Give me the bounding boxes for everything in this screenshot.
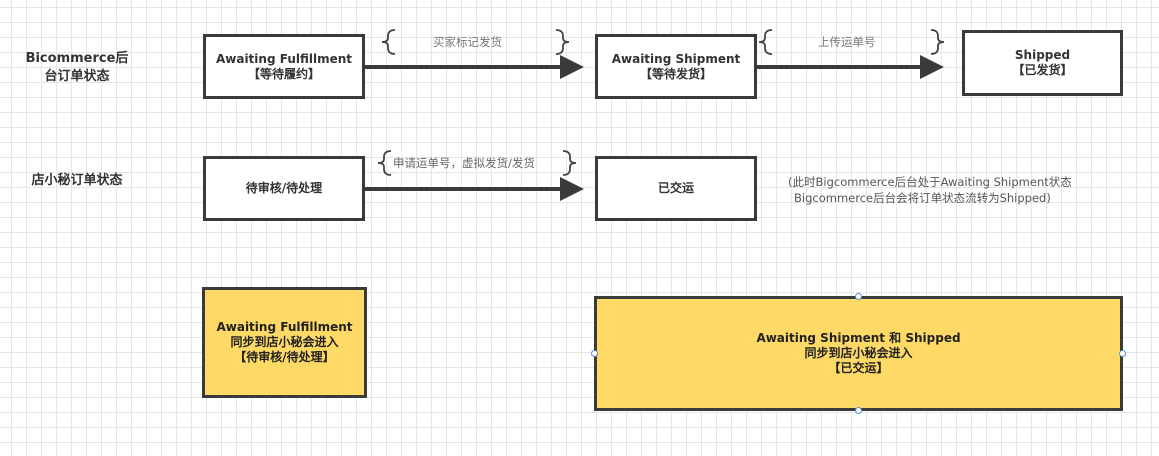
sync-box-line: 【待审核/待处理】 [234,350,335,364]
node-shipped-handover[interactable]: 已交运 [595,156,757,221]
row-label-dianxiaomi: 店小秘订单状态 [18,172,136,190]
edge-label-upload-tracking: 上传运单号 [818,35,876,49]
sync-box-line: 同步到店小秘会进入 [804,346,913,360]
resize-handle-left[interactable] [591,350,598,357]
node-awaiting-fulfillment[interactable]: Awaiting Fulfillment 【等待履约】 [203,34,365,99]
left-brace-icon [758,29,773,55]
node-subtitle: 【已发货】 [1012,63,1073,77]
node-shipped[interactable]: Shipped 【已发货】 [962,30,1123,96]
status-note-line2: Bigcommerce后台会将订单状态流转为Shipped) [794,191,1051,205]
left-brace-icon [377,150,392,176]
node-title: Shipped [1014,48,1071,62]
resize-handle-bottom[interactable] [855,407,862,414]
node-awaiting-shipment[interactable]: Awaiting Shipment 【等待发货】 [595,34,757,99]
node-pending-review[interactable]: 待审核/待处理 [203,156,365,221]
row-label-bigcommerce-line1: Bicommerce后 [25,51,129,66]
status-note: (此时Bigcommerce后台处于Awaiting Shipment状态 Bi… [788,174,1072,206]
resize-handle-top[interactable] [855,293,862,300]
status-note-line1: (此时Bigcommerce后台处于Awaiting Shipment状态 [788,175,1072,189]
node-subtitle: 【等待履约】 [247,66,320,81]
node-title: Awaiting Fulfillment [215,51,353,66]
edge-label-apply-tracking: 申请运单号，虚拟发货/发货 [393,156,535,170]
right-brace-icon [930,29,945,55]
node-title: 待审核/待处理 [245,181,323,195]
sync-box-line: Awaiting Fulfillment [216,320,353,334]
node-title: 已交运 [657,181,694,195]
row-label-dianxiaomi-text: 店小秘订单状态 [31,173,123,188]
node-subtitle: 【等待发货】 [639,66,712,81]
sync-box-line: 【已交运】 [828,361,889,375]
sync-box-line: Awaiting Shipment 和 Shipped [756,331,961,345]
row-label-bigcommerce-line2: 台订单状态 [44,69,110,84]
left-brace-icon [381,29,396,55]
right-brace-icon [555,29,570,55]
resize-handle-right[interactable] [1119,350,1126,357]
node-title: Awaiting Shipment [611,51,741,66]
sync-box-line: 同步到店小秘会进入 [230,335,339,349]
sync-box-shipment[interactable]: Awaiting Shipment 和 Shipped 同步到店小秘会进入 【已… [594,296,1123,411]
sync-box-fulfillment[interactable]: Awaiting Fulfillment 同步到店小秘会进入 【待审核/待处理】 [202,287,367,398]
edge-label-buyer-mark-shipped: 买家标记发货 [433,35,502,49]
right-brace-icon [562,150,577,176]
row-label-bigcommerce: Bicommerce后 台订单状态 [18,50,136,86]
